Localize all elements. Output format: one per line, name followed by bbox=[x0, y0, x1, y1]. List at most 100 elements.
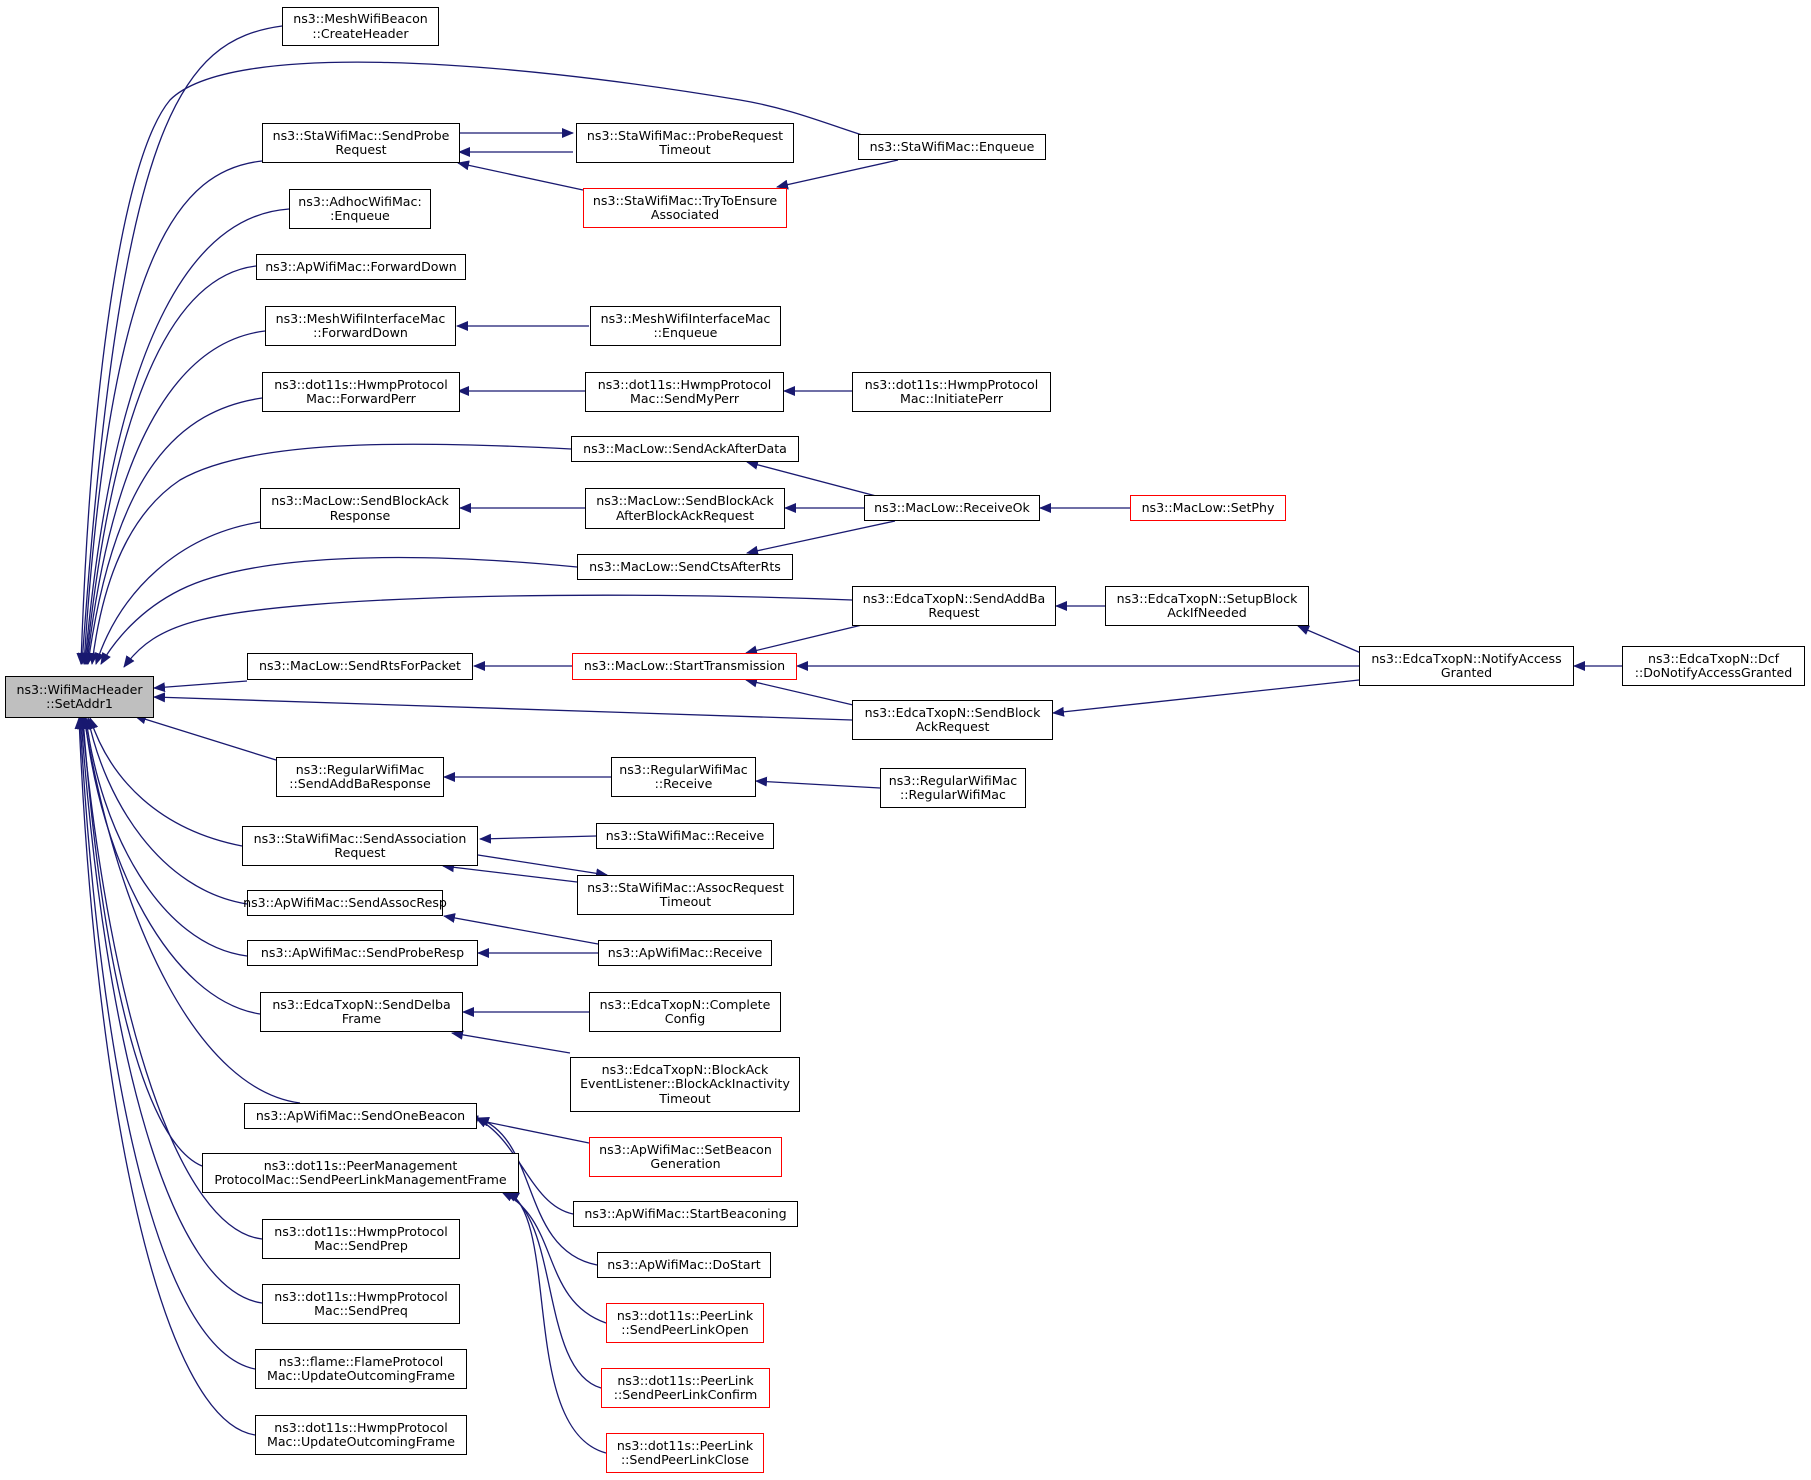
node-label-line: Timeout bbox=[659, 142, 711, 157]
node-label-line: ns3::MeshWifiInterfaceMac bbox=[275, 310, 446, 326]
edge-hwmpupdate-root bbox=[74, 717, 256, 1436]
node-mwim-enqueue[interactable]: ns3::MeshWifiInterfaceMac::Enqueue bbox=[590, 306, 781, 346]
edge-adhoc-root bbox=[80, 208, 290, 665]
node-label-line: ns3::RegularWifiMac bbox=[888, 772, 1018, 788]
node-label-line: ns3::EdcaTxopN::BlockAck bbox=[601, 1061, 769, 1077]
edge-ackafterdata-root bbox=[88, 443, 572, 665]
node-root[interactable]: ns3::WifiMacHeader::SetAddr1 bbox=[5, 676, 154, 718]
node-pl-close[interactable]: ns3::dot11s::PeerLink::SendPeerLinkClose bbox=[606, 1433, 764, 1473]
node-label-line: ns3::MacLow::SendRtsForPacket bbox=[259, 658, 461, 674]
node-sta-enqueue[interactable]: ns3::StaWifiMac::Enqueue bbox=[858, 134, 1046, 160]
node-label-line: ::SendAddBaResponse bbox=[289, 776, 431, 791]
edge-plclose-sendpeerlink bbox=[507, 1191, 607, 1454]
node-label-line: Request bbox=[928, 605, 980, 620]
node-label-line: ns3::ApWifiMac::SendProbeResp bbox=[260, 944, 465, 960]
node-label-line: ns3::dot11s::HwmpProtocol bbox=[864, 376, 1039, 392]
node-label-line: ns3::ApWifiMac::ForwardDown bbox=[265, 258, 457, 274]
edge-notifyaccess-sendblockackreq bbox=[1052, 679, 1360, 717]
node-maclow-receiveok[interactable]: ns3::MacLow::ReceiveOk bbox=[864, 495, 1040, 521]
edge-ctsafterrts-root bbox=[100, 556, 578, 665]
node-pl-confirm[interactable]: ns3::dot11s::PeerLink::SendPeerLinkConfi… bbox=[601, 1368, 770, 1408]
node-label-line: ns3::EdcaTxopN::Dcf bbox=[1647, 650, 1780, 666]
node-ap-startbeaconing[interactable]: ns3::ApWifiMac::StartBeaconing bbox=[573, 1201, 798, 1227]
node-label-line: ::SendPeerLinkOpen bbox=[621, 1322, 749, 1337]
node-maclow-sendackafterdata[interactable]: ns3::MacLow::SendAckAfterData bbox=[571, 436, 799, 462]
edge-trytoensure-sendprobe bbox=[457, 160, 584, 191]
node-label-line: Request bbox=[334, 845, 386, 860]
node-label-line: ns3::ApWifiMac::SendOneBeacon bbox=[255, 1107, 466, 1123]
node-ap-receive[interactable]: ns3::ApWifiMac::Receive bbox=[598, 940, 772, 966]
node-mwim-forwarddown[interactable]: ns3::MeshWifiInterfaceMac::ForwardDown bbox=[265, 306, 456, 346]
node-label-line: ns3::EdcaTxopN::SendDelba bbox=[272, 996, 451, 1012]
edge-receiveok-ackafterdata bbox=[746, 459, 896, 502]
node-label-line: ns3::dot11s::PeerLink bbox=[616, 1437, 754, 1453]
node-maclow-setphy[interactable]: ns3::MacLow::SetPhy bbox=[1130, 495, 1286, 521]
node-mwb-createheader[interactable]: ns3::MeshWifiBeacon::CreateHeader bbox=[282, 7, 439, 46]
node-label-line: ns3::MacLow::ReceiveOk bbox=[874, 499, 1030, 515]
node-label-line: ns3::StaWifiMac::Enqueue bbox=[869, 138, 1035, 154]
edge-sendproberesp-root bbox=[82, 717, 248, 957]
node-label-line: ::RegularWifiMac bbox=[900, 787, 1006, 802]
node-label-line: ns3::EdcaTxopN::SendAddBa bbox=[862, 590, 1046, 606]
node-label-line: ns3::MacLow::SendBlockAck bbox=[596, 493, 774, 509]
node-maclow-sendctsafterrts[interactable]: ns3::MacLow::SendCtsAfterRts bbox=[577, 554, 793, 580]
node-label-line: ns3::ApWifiMac::DoStart bbox=[607, 1256, 761, 1272]
node-maclow-sendrts[interactable]: ns3::MacLow::SendRtsForPacket bbox=[247, 653, 473, 680]
node-label-line: AfterBlockAckRequest bbox=[615, 507, 755, 523]
edge-sendprobe-root bbox=[79, 160, 263, 665]
node-sta-receive[interactable]: ns3::StaWifiMac::Receive bbox=[596, 823, 774, 849]
node-label-line: ns3::StaWifiMac::Receive bbox=[605, 827, 765, 843]
node-maclow-starttransmission[interactable]: ns3::MacLow::StartTransmission bbox=[572, 653, 797, 680]
node-ap-sendproberesp[interactable]: ns3::ApWifiMac::SendProbeResp bbox=[247, 940, 478, 966]
edge-sendpeerlink-root bbox=[78, 717, 203, 1167]
edge-assoctimeout-sendassoc bbox=[442, 862, 578, 883]
node-label-line: ns3::flame::FlameProtocol bbox=[278, 1353, 444, 1369]
node-pl-open[interactable]: ns3::dot11s::PeerLink::SendPeerLinkOpen bbox=[606, 1303, 764, 1343]
node-label-line: ns3::MacLow::SendCtsAfterRts bbox=[589, 558, 781, 574]
node-adhoc-enqueue[interactable]: ns3::AdhocWifiMac::Enqueue bbox=[289, 189, 431, 229]
edge-blockackinactivity-senddelba bbox=[451, 1029, 571, 1054]
node-ap-sendonebeacon[interactable]: ns3::ApWifiMac::SendOneBeacon bbox=[244, 1103, 477, 1129]
node-label-line: ns3::EdcaTxopN::NotifyAccess bbox=[1371, 650, 1562, 666]
node-label-line: EventListener::BlockAckInactivity bbox=[580, 1076, 790, 1092]
node-reg-sendaddbaresponse[interactable]: ns3::RegularWifiMac::SendAddBaResponse bbox=[276, 757, 444, 797]
node-ap-sendassocresp[interactable]: ns3::ApWifiMac::SendAssocResp bbox=[243, 890, 447, 916]
node-label-line: :Enqueue bbox=[330, 208, 390, 223]
node-reg-receive[interactable]: ns3::RegularWifiMac::Receive bbox=[611, 757, 756, 797]
node-label-line: Config bbox=[664, 1011, 706, 1026]
node-ap-forwarddown[interactable]: ns3::ApWifiMac::ForwardDown bbox=[256, 254, 466, 280]
node-label-line: ns3::dot11s::HwmpProtocol bbox=[274, 376, 448, 392]
node-ap-dostart[interactable]: ns3::ApWifiMac::DoStart bbox=[597, 1252, 771, 1278]
edge-apforwarddown-root bbox=[82, 265, 257, 665]
node-label-line: ns3::MacLow::SendBlockAck bbox=[271, 493, 449, 509]
node-edca-dcf[interactable]: ns3::EdcaTxopN::Dcf::DoNotifyAccessGrant… bbox=[1622, 646, 1805, 686]
node-label-line: ns3::MacLow::StartTransmission bbox=[583, 658, 786, 674]
node-reg-regularwifimac[interactable]: ns3::RegularWifiMac::RegularWifiMac bbox=[880, 768, 1026, 808]
edge-mwimforward-root bbox=[83, 330, 266, 665]
edge-sendaddbaresp-root bbox=[134, 714, 277, 761]
node-label-line: ProtocolMac::SendPeerLinkManagementFrame bbox=[214, 1172, 507, 1187]
